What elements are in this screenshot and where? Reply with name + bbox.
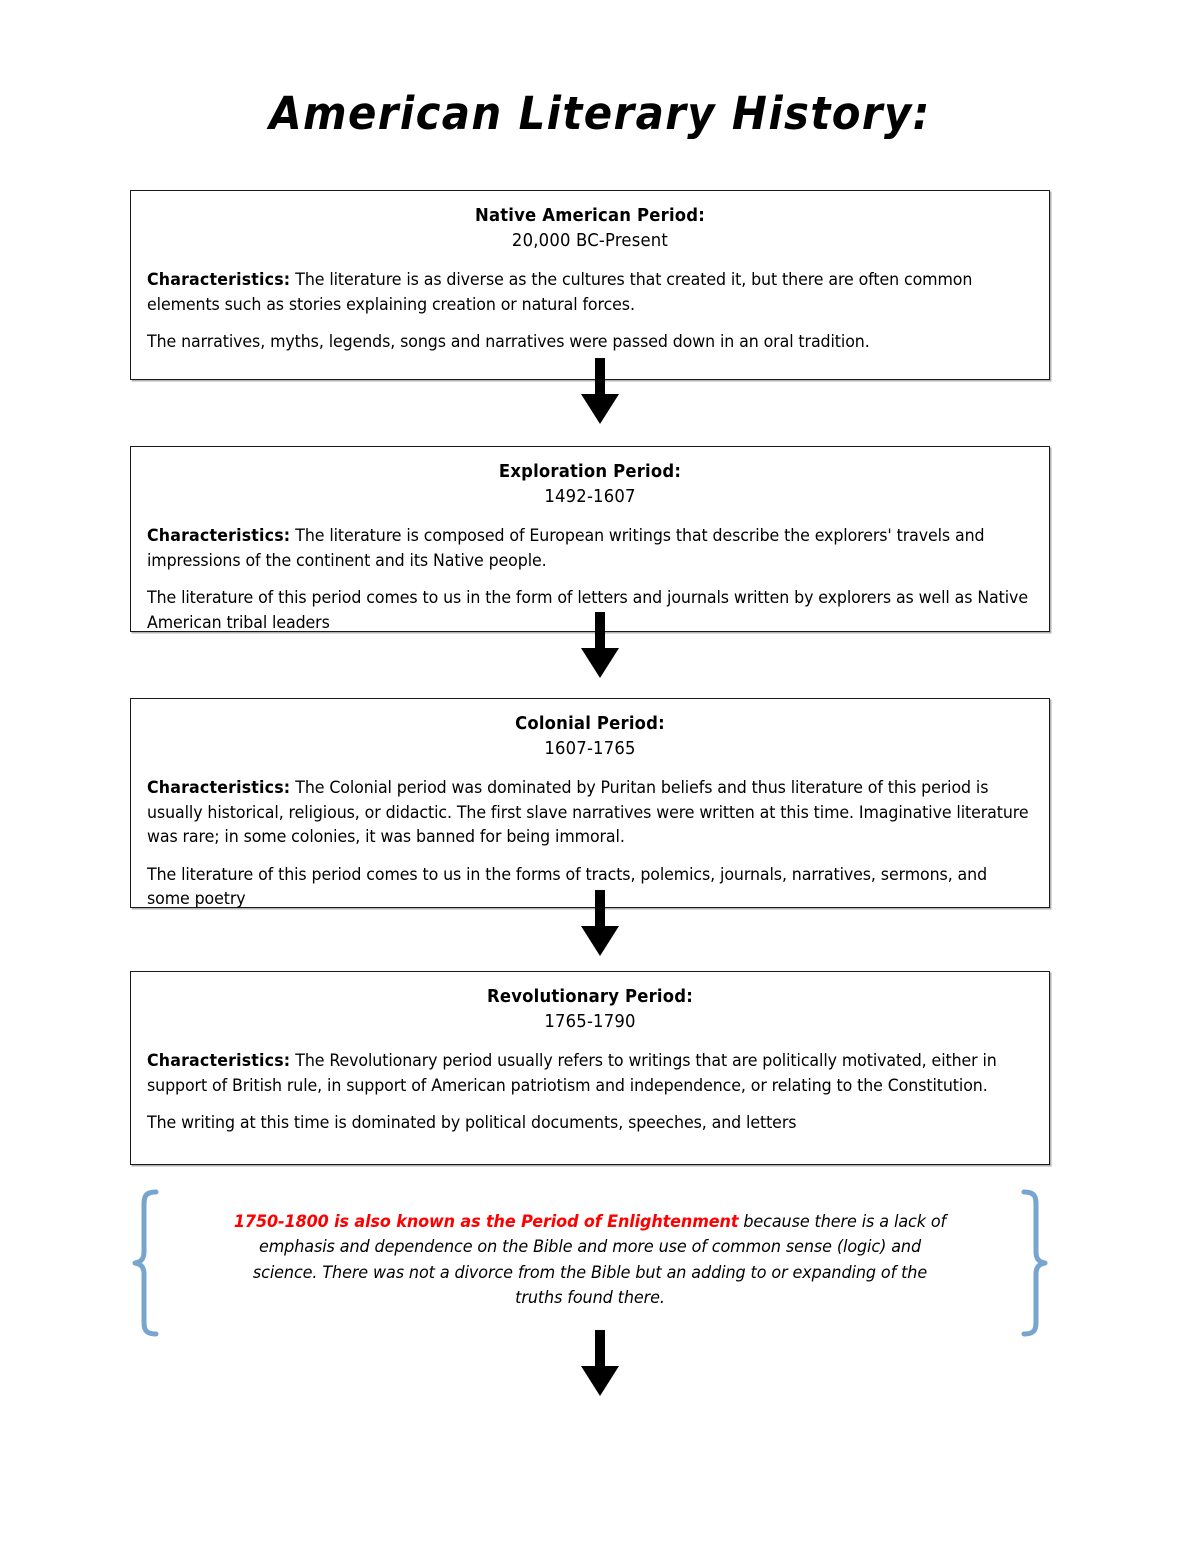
enlightenment-highlight: 1750-1800 is also known as the Period of… <box>233 1212 739 1232</box>
left-curly-brace-icon <box>130 1188 164 1338</box>
enlightenment-body: because there is a lack of emphasis and … <box>252 1212 947 1309</box>
period-characteristics: Characteristics: The literature is as di… <box>147 268 1033 317</box>
period-heading: Exploration Period: <box>498 462 682 482</box>
period-box-colonial: Colonial Period: 1607-1765 Characteristi… <box>130 698 1050 909</box>
period-detail: The narratives, myths, legends, songs an… <box>147 332 870 353</box>
period-heading: Native American Period: <box>474 206 705 226</box>
down-arrow-icon <box>581 1330 619 1398</box>
period-years: 1492-1607 <box>544 486 636 507</box>
characteristics-text: The Revolutionary period usually refers … <box>147 1051 997 1096</box>
down-arrow-icon <box>581 890 619 960</box>
arrow-shaft <box>595 1330 605 1370</box>
arrow-head <box>581 926 619 956</box>
arrow-shaft <box>595 358 605 398</box>
arrow-head <box>581 1366 619 1396</box>
period-characteristics: Characteristics: The literature is compo… <box>147 524 1033 573</box>
period-characteristics: Characteristics: The Revolutionary perio… <box>147 1049 1033 1098</box>
period-detail: The literature of this period comes to u… <box>147 588 1028 633</box>
characteristics-text: The Colonial period was dominated by Pur… <box>147 778 1029 848</box>
period-heading: Revolutionary Period: <box>487 987 693 1007</box>
page-title: American Literary History: <box>269 87 931 140</box>
down-arrow-icon <box>581 612 619 682</box>
period-box-exploration: Exploration Period: 1492-1607 Characteri… <box>130 446 1050 633</box>
period-heading: Colonial Period: <box>515 714 665 734</box>
characteristics-text: The literature is as diverse as the cult… <box>147 270 973 315</box>
period-characteristics: Characteristics: The Colonial period was… <box>147 776 1033 850</box>
period-box-revolutionary: Revolutionary Period: 1765-1790 Characte… <box>130 971 1050 1165</box>
period-years: 20,000 BC-Present <box>511 230 669 251</box>
right-curly-brace-icon <box>1016 1188 1050 1338</box>
enlightenment-note: 1750-1800 is also known as the Period of… <box>130 1188 1050 1338</box>
arrow-shaft <box>595 612 605 652</box>
period-detail: The writing at this time is dominated by… <box>147 1113 797 1134</box>
arrow-head <box>581 648 619 678</box>
arrow-shaft <box>595 890 605 930</box>
down-arrow-icon <box>581 358 619 428</box>
enlightenment-note-text: 1750-1800 is also known as the Period of… <box>227 1210 952 1312</box>
characteristics-label: Characteristics: <box>147 778 291 798</box>
characteristics-label: Characteristics: <box>147 526 291 546</box>
characteristics-label: Characteristics: <box>147 270 291 290</box>
arrow-head <box>581 394 619 424</box>
period-box-native: Native American Period: 20,000 BC-Presen… <box>130 190 1050 380</box>
characteristics-text: The literature is composed of European w… <box>147 526 985 571</box>
period-years: 1765-1790 <box>544 1011 636 1032</box>
characteristics-label: Characteristics: <box>147 1051 291 1071</box>
period-years: 1607-1765 <box>544 738 636 759</box>
period-detail: The literature of this period comes to u… <box>147 864 988 910</box>
